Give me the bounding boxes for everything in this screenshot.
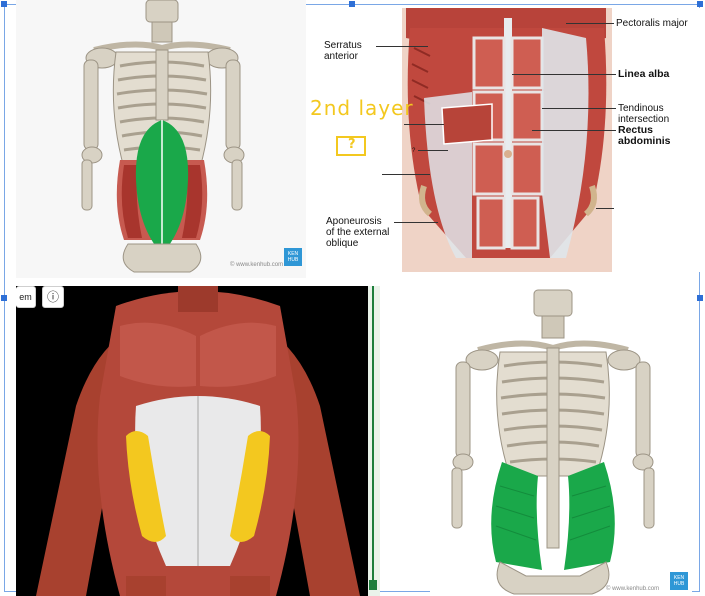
internal-oblique-right-highlight [564, 462, 615, 570]
external-oblique-left-highlight [126, 431, 166, 542]
leader-right-hip [596, 208, 614, 209]
external-oblique-right-highlight [230, 431, 270, 542]
skeleton-illustration [81, 0, 245, 273]
label-linea-alba: Linea alba [618, 68, 670, 80]
handwritten-note-layer: 2nd layer [310, 96, 414, 120]
handwritten-question-mark: ? [348, 137, 356, 152]
label-small-mark: ? [412, 148, 416, 154]
label-tendinous-intersection: Tendinous intersection [618, 103, 670, 125]
panel-skeleton-green-obliques[interactable]: © www.kenhub.com KEN HUB [430, 286, 692, 596]
kenhub-badge-bottom: KEN HUB [670, 572, 688, 590]
viewer-item-button[interactable]: em [16, 286, 36, 308]
leader-pectoralis [566, 23, 614, 24]
kenhub-badge: KEN HUB [284, 248, 302, 266]
resize-handle-middle-right[interactable] [697, 295, 703, 301]
watermark-text: © www.kenhub.com [230, 262, 284, 268]
handwritten-box: ? [336, 136, 366, 156]
leader-rectus [532, 130, 616, 131]
resize-handle-middle-left[interactable] [1, 295, 7, 301]
abdomen-illustration [402, 8, 612, 272]
label-rectus-abdominis: Rectus abdominis [618, 124, 671, 147]
muscle-model-illustration [36, 286, 360, 596]
panel-skeleton-green-rectus[interactable]: © www.kenhub.com KEN HUB [16, 0, 306, 278]
scrollbar-handle[interactable] [369, 580, 377, 590]
viewer-scrollbar[interactable] [368, 286, 380, 596]
watermark-text-bottom: © www.kenhub.com [606, 586, 660, 592]
leader-serratus [376, 46, 428, 47]
leader-blank-2 [418, 150, 448, 151]
leader-linea-alba [512, 74, 616, 75]
label-serratus-anterior: Serratus anterior [324, 40, 362, 62]
leader-blank-1 [404, 124, 444, 125]
panel-3d-muscle-model[interactable]: em ⓘ [16, 286, 380, 596]
resize-handle-top-right[interactable] [697, 1, 703, 7]
scrollbar-track-line [372, 286, 374, 582]
leader-tendinous [542, 108, 616, 109]
internal-oblique-left-highlight [491, 462, 542, 570]
label-aponeurosis-external-oblique: Aponeurosis of the external oblique [326, 216, 390, 249]
label-pectoralis-major: Pectoralis major [616, 18, 688, 29]
info-icon[interactable]: ⓘ [42, 286, 64, 308]
leader-aponeurosis [394, 222, 438, 223]
leader-blank-3 [382, 174, 430, 175]
skeleton-oblique-illustration [451, 289, 655, 595]
panel-labeled-abdomen[interactable]: Serratus anterior Pectoralis major Linea… [306, 8, 700, 272]
resize-handle-top-center[interactable] [349, 1, 355, 7]
resize-handle-top-left[interactable] [1, 1, 7, 7]
